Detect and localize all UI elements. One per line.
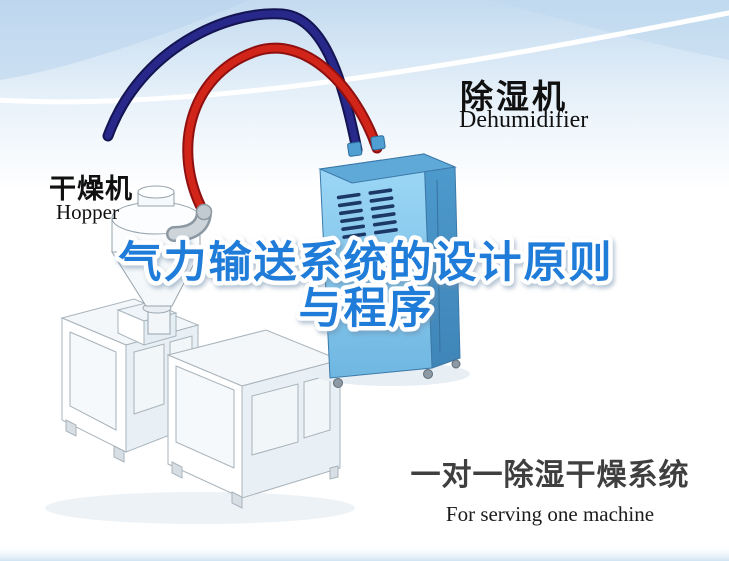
extruder-shadow [45, 492, 355, 524]
pipe-fittings [347, 135, 386, 157]
caption-en: For serving one machine [445, 502, 655, 526]
hopper-label-en: Hopper [56, 200, 119, 224]
dehumidifier-label-cn: 除湿机 [460, 78, 568, 115]
dehumidifier-label-en: Dehumidifier [459, 107, 589, 133]
elbow-coupling [195, 203, 213, 221]
red-supply-pipe [182, 42, 383, 217]
hopper-label-cn: 干燥机 [49, 174, 133, 204]
extruder-machine [45, 298, 355, 524]
dehumidifier-unit [314, 153, 470, 388]
hopper-elbow [166, 203, 213, 242]
cabinet-top [318, 153, 457, 184]
door-handle [447, 240, 451, 253]
side-door-seam [436, 179, 441, 353]
nameplate [403, 249, 419, 269]
casters [333, 359, 461, 388]
caption-block: 一对一除湿干燥系统 For serving one machine [400, 450, 700, 527]
vent-grille [336, 188, 398, 239]
caption-cn: 一对一除湿干燥系统 [410, 459, 690, 492]
hopper-cone [111, 251, 201, 307]
